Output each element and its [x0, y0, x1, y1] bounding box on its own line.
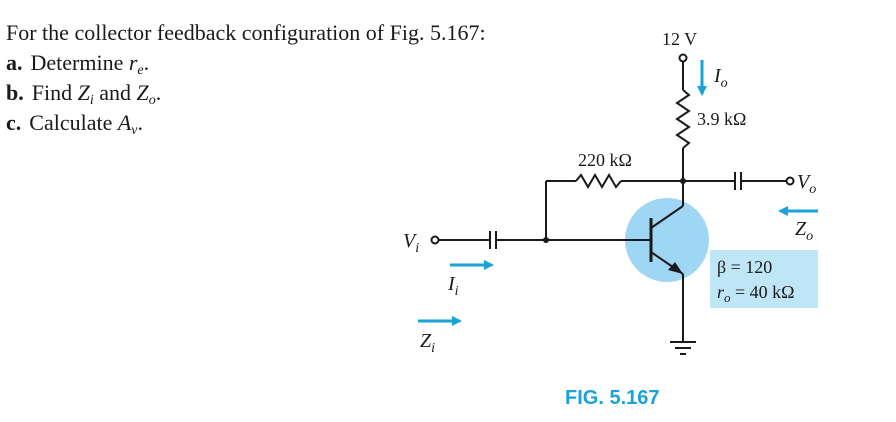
- zo-label: Zo: [795, 218, 813, 244]
- part-a-end: .: [143, 50, 150, 75]
- vi-label: Vi: [403, 230, 419, 256]
- problem-intro: For the collector feedback configuration…: [6, 20, 486, 45]
- zi-label: Zi: [420, 330, 435, 356]
- rf-resistor: [575, 173, 622, 189]
- vi-terminal: [430, 235, 440, 245]
- part-b-sub2: o: [148, 93, 156, 108]
- part-a: a. Determine re.: [6, 48, 606, 78]
- junction-collector: [680, 178, 686, 184]
- vo-label: Vo: [797, 171, 816, 197]
- transistor-collector: [650, 205, 684, 229]
- transistor-circle: [625, 198, 709, 282]
- part-b-text: Find: [31, 80, 78, 105]
- vo-terminal: [785, 176, 795, 186]
- part-c-var: A: [117, 110, 132, 135]
- supply-label: 12 V: [662, 29, 697, 49]
- part-b-end: .: [155, 80, 162, 105]
- part-b-sub: i: [89, 93, 94, 108]
- part-b-var2: Z: [136, 80, 149, 105]
- part-b-var: Z: [77, 80, 90, 105]
- part-b-mid: and: [93, 80, 137, 105]
- param-box: [710, 250, 818, 308]
- ro-label: ro = 40 kΩ: [717, 282, 795, 305]
- rc-resistor: [675, 89, 691, 149]
- io-label: Io: [713, 65, 728, 91]
- part-c-letter: c.: [6, 110, 22, 135]
- part-c-end: .: [137, 110, 144, 135]
- part-c: c. Calculate Av.: [6, 108, 606, 138]
- part-a-var: r: [128, 50, 138, 75]
- rc-label: 3.9 kΩ: [697, 109, 746, 129]
- problem-statement: For the collector feedback configuration…: [6, 18, 606, 138]
- supply-terminal: [678, 53, 688, 63]
- rf-label: 220 kΩ: [578, 150, 632, 170]
- emitter-arrow: [668, 262, 683, 274]
- junction-base: [543, 237, 549, 243]
- ii-label: Ii: [447, 273, 459, 299]
- figure-caption: FIG. 5.167: [565, 387, 660, 409]
- part-b: b. Find Zi and Zo.: [6, 78, 606, 108]
- beta-label: β = 120: [717, 257, 772, 277]
- part-b-letter: b.: [6, 80, 24, 105]
- part-a-text: Determine: [30, 50, 129, 75]
- part-a-letter: a.: [6, 50, 23, 75]
- part-c-sub: v: [131, 123, 138, 138]
- part-a-sub: e: [137, 63, 144, 78]
- part-c-text: Calculate: [29, 110, 118, 135]
